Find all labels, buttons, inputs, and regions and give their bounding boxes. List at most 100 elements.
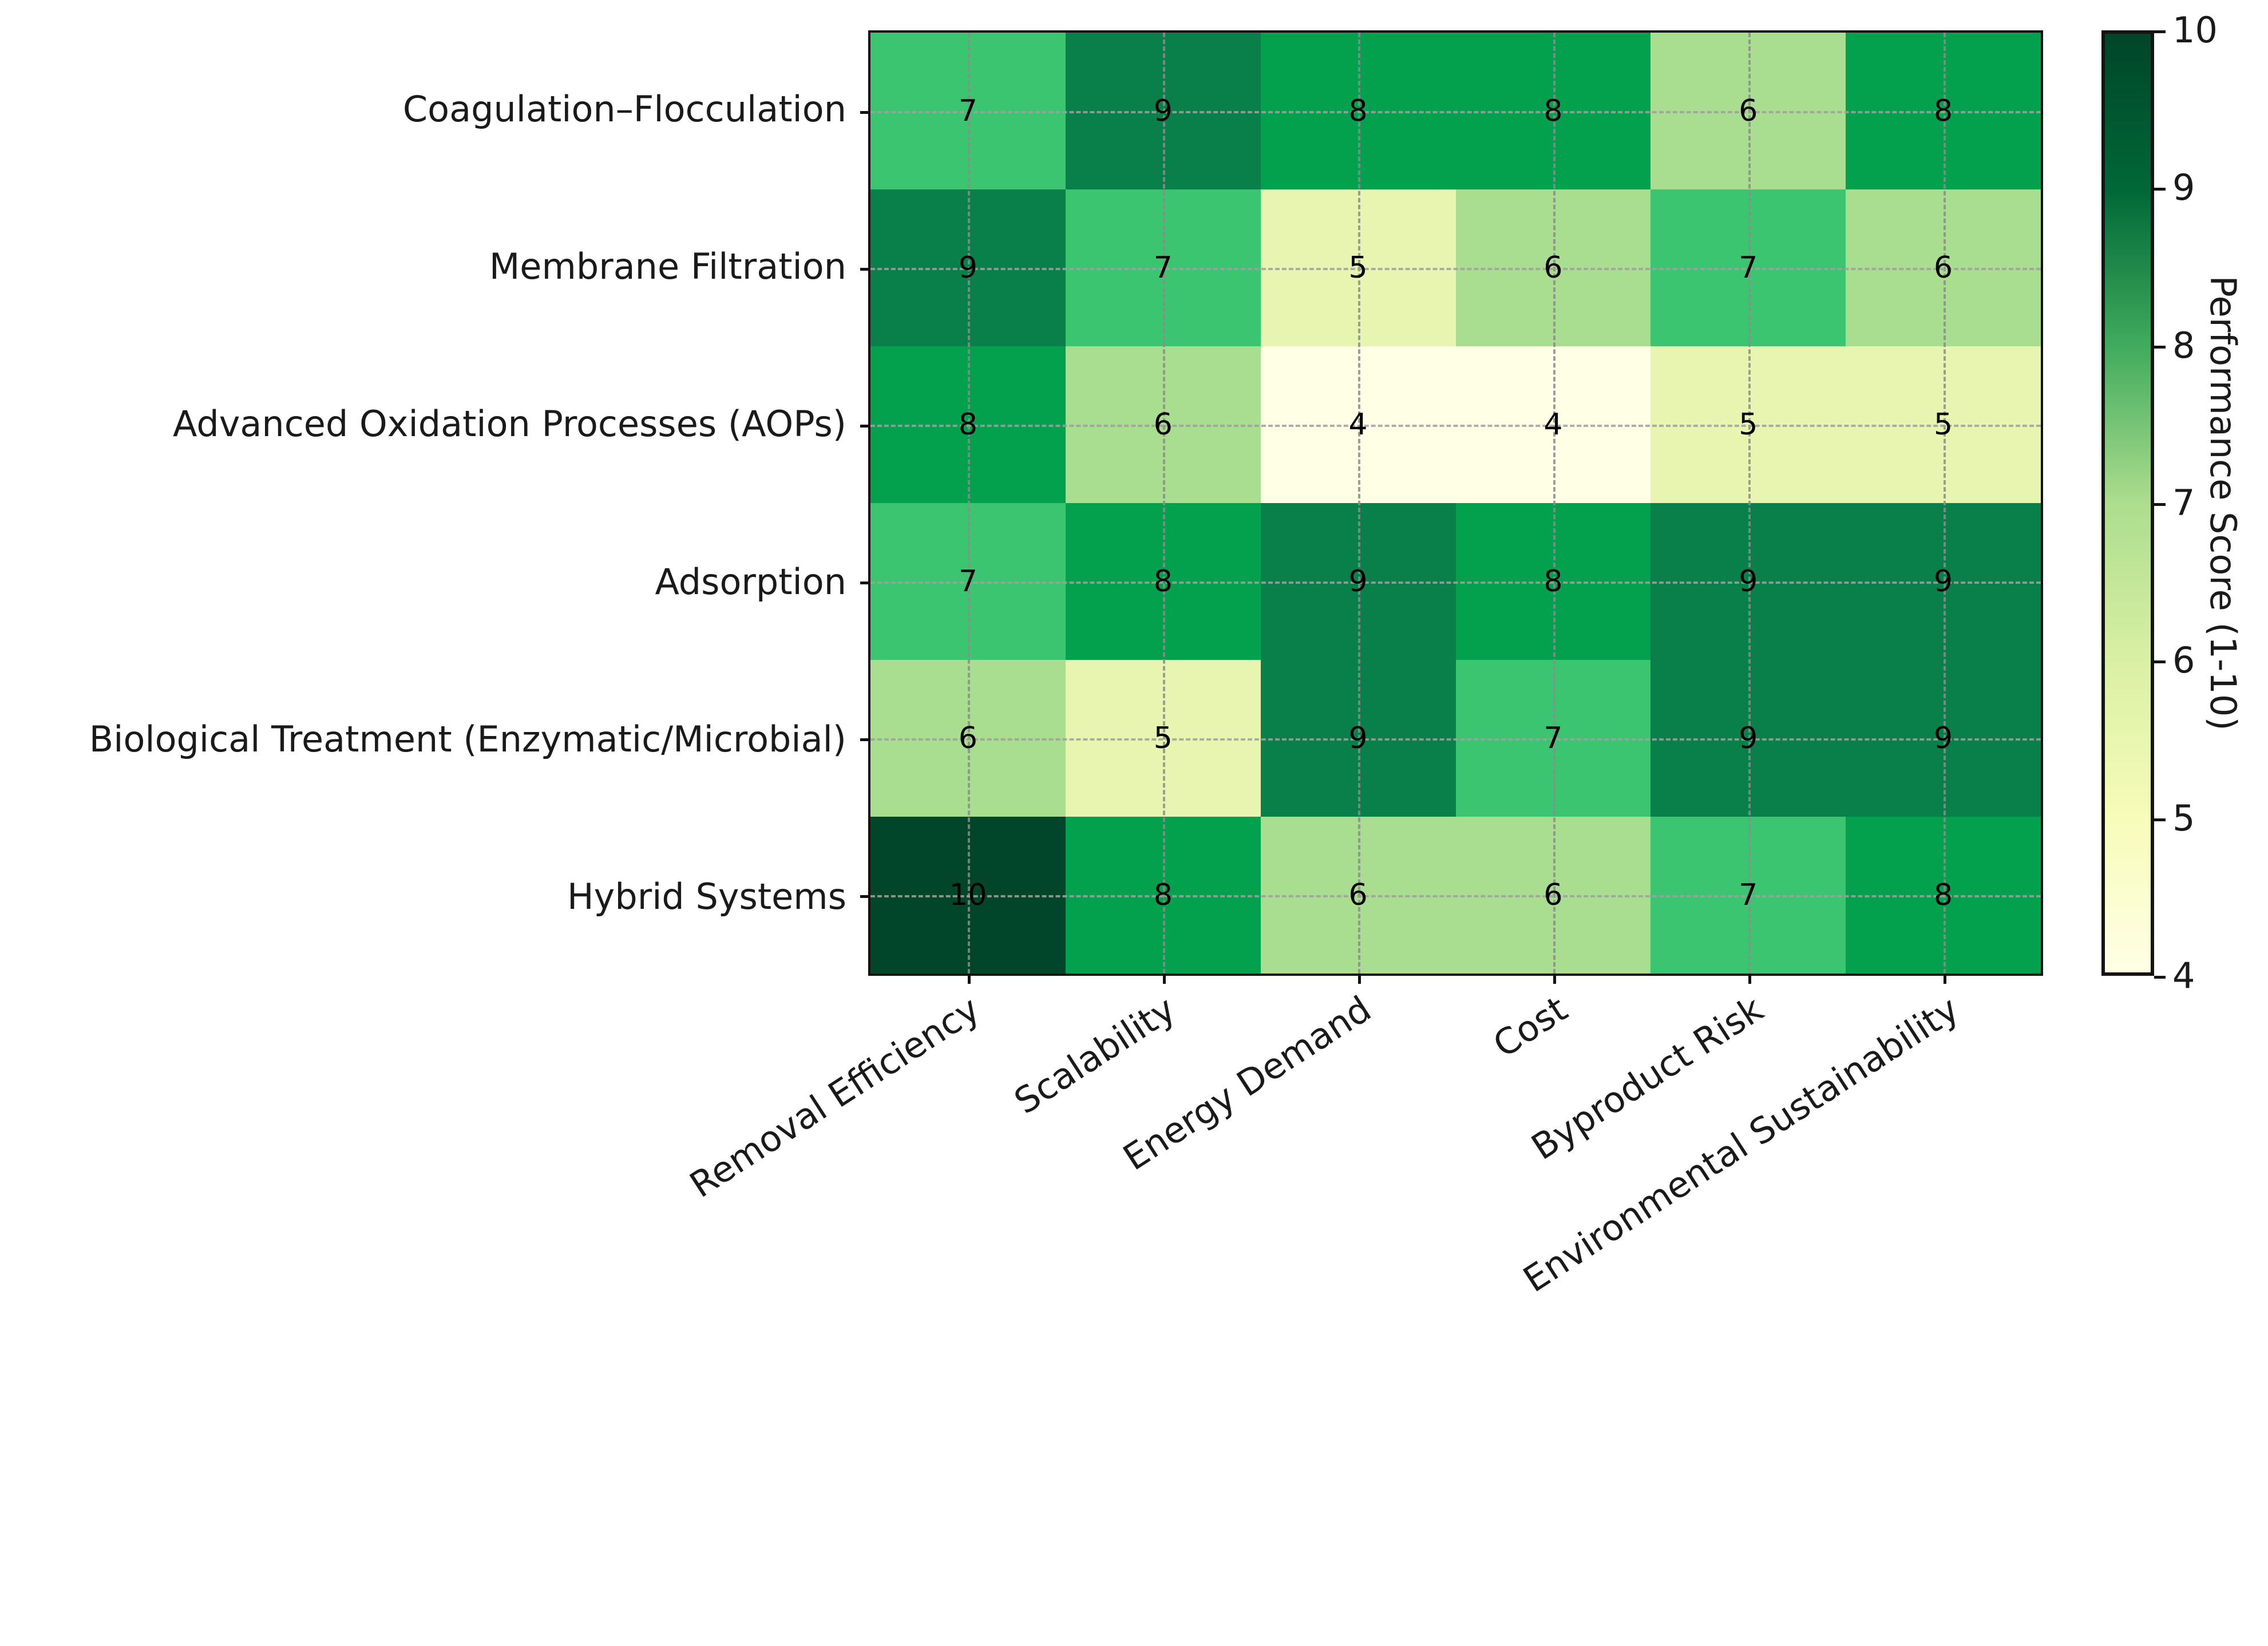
cell-value: 7	[958, 564, 977, 599]
cell-value: 7	[1153, 251, 1173, 285]
cell-value: 6	[1153, 407, 1173, 442]
heatmap-cell: 8	[870, 346, 1066, 503]
cell-value: 6	[1739, 94, 1758, 128]
x-tick-mark	[1748, 974, 1751, 984]
colorbar-tick-label: 5	[2172, 797, 2195, 839]
heatmap-cell: 8	[1455, 503, 1651, 660]
cell-value: 8	[1348, 94, 1368, 128]
heatmap-cell: 8	[1455, 33, 1651, 189]
heatmap-cell: 8	[1846, 817, 2041, 974]
x-tick-mark	[968, 974, 971, 984]
heatmap-cell: 6	[1846, 189, 2041, 346]
heatmap-cell: 7	[870, 33, 1066, 189]
heatmap-plot-area: 7 9 8 8 6 8 9 7 5 6 7 6 8 6 4 4 5 5 7 8 …	[860, 30, 2043, 984]
heatmap-cell: 8	[1065, 503, 1261, 660]
y-tick-mark	[860, 110, 870, 114]
y-tick-mark	[860, 895, 870, 898]
cell-value: 6	[1543, 878, 1563, 912]
colorbar-gradient	[2101, 30, 2154, 976]
heatmap-cell: 6	[1065, 346, 1261, 503]
heatmap-cell: 8	[1846, 33, 2041, 189]
cell-value: 9	[1739, 564, 1758, 599]
cell-value: 7	[1739, 878, 1758, 912]
heatmap-cell: 8	[1065, 817, 1261, 974]
heatmap-cell: 5	[1650, 346, 1846, 503]
heatmap-cell: 9	[1065, 33, 1261, 189]
cell-value: 10	[949, 878, 987, 912]
heatmap-cell: 9	[1650, 660, 1846, 817]
cell-value: 9	[1153, 94, 1173, 128]
colorbar-label: Performance Score (1-10)	[2202, 275, 2244, 731]
y-tick-label-2: Advanced Oxidation Processes (AOPs)	[173, 403, 846, 445]
heatmap-cell: 7	[1455, 660, 1651, 817]
cell-value: 9	[1348, 721, 1368, 755]
y-tick-mark	[860, 738, 870, 741]
x-tick-label-1: Scalability	[1007, 987, 1183, 1122]
cell-value: 8	[1153, 564, 1173, 599]
colorbar-tick-label: 10	[2172, 9, 2218, 51]
y-tick-label-3: Adsorption	[655, 560, 846, 603]
heatmap-cell: 7	[870, 503, 1066, 660]
cell-value: 9	[1934, 721, 1953, 755]
heatmap-cell-grid: 7 9 8 8 6 8 9 7 5 6 7 6 8 6 4 4 5 5 7 8 …	[870, 33, 2041, 974]
cell-value: 8	[1934, 878, 1953, 912]
heatmap-cell: 9	[1846, 660, 2041, 817]
cell-value: 8	[958, 407, 977, 442]
x-tick-mark	[1553, 974, 1556, 984]
y-tick-mark	[860, 581, 870, 584]
cell-value: 6	[958, 721, 977, 755]
x-tick-label-0: Removal Efficiency	[682, 987, 987, 1206]
cell-value: 8	[1543, 564, 1563, 599]
colorbar-tick-label: 9	[2172, 167, 2195, 209]
heatmap-figure: Coagulation–Flocculation Membrane Filtra…	[0, 12, 2244, 1301]
heatmap-cell: 6	[1455, 189, 1651, 346]
cell-value: 8	[1543, 94, 1563, 128]
cell-value: 6	[1934, 251, 1953, 285]
cell-value: 4	[1543, 407, 1563, 442]
x-tick-label-3: Cost	[1485, 987, 1575, 1066]
x-tick-label-5: Environmental Sustainability	[1515, 987, 1966, 1301]
colorbar-tick-mark	[2154, 30, 2166, 33]
colorbar-tick-mark	[2154, 503, 2166, 506]
cell-value: 7	[1739, 251, 1758, 285]
x-axis-tick-labels: Removal Efficiency Scalability Energy De…	[682, 976, 2043, 1300]
cell-value: 7	[958, 94, 977, 128]
x-tick-mark	[1943, 974, 1946, 984]
y-tick-label-4: Biological Treatment (Enzymatic/Microbia…	[89, 718, 846, 760]
colorbar-tick-label: 8	[2172, 324, 2195, 366]
heatmap-cell: 8	[1260, 33, 1456, 189]
colorbar-tick-mark	[2154, 818, 2166, 821]
heatmap-cell: 5	[1260, 189, 1456, 346]
heatmap-cell: 7	[1650, 817, 1846, 974]
cell-value: 8	[1153, 878, 1173, 912]
y-tick-label-5: Hybrid Systems	[567, 876, 846, 918]
heatmap-cell: 9	[1260, 503, 1456, 660]
y-tick-label-0: Coagulation–Flocculation	[402, 88, 846, 130]
heatmap-cell: 5	[1065, 660, 1261, 817]
heatmap-cell: 6	[1650, 33, 1846, 189]
colorbar-tick-mark	[2154, 188, 2166, 191]
cell-value: 9	[1934, 564, 1953, 599]
colorbar-tick-label: 7	[2172, 482, 2195, 524]
heatmap-cell: 9	[870, 189, 1066, 346]
colorbar-tick-mark	[2154, 660, 2166, 664]
cell-value: 8	[1934, 94, 1953, 128]
cell-value: 7	[1543, 721, 1563, 755]
cell-value: 6	[1348, 878, 1368, 912]
heatmap-cell: 9	[1846, 503, 2041, 660]
cell-value: 4	[1348, 407, 1368, 442]
cell-value: 9	[1739, 721, 1758, 755]
heatmap-cell: 4	[1455, 346, 1651, 503]
heatmap-cell: 9	[1650, 503, 1846, 660]
colorbar-tick-mark	[2154, 976, 2166, 979]
heatmap-cell: 9	[1260, 660, 1456, 817]
y-tick-mark	[860, 425, 870, 428]
heatmap-cell: 5	[1846, 346, 2041, 503]
cell-value: 5	[1739, 407, 1758, 442]
heatmap-cell: 10	[870, 817, 1066, 974]
cell-value: 5	[1153, 721, 1173, 755]
heatmap-cell: 6	[1455, 817, 1651, 974]
x-tick-mark	[1163, 974, 1166, 984]
y-axis-tick-labels: Coagulation–Flocculation Membrane Filtra…	[0, 30, 856, 976]
